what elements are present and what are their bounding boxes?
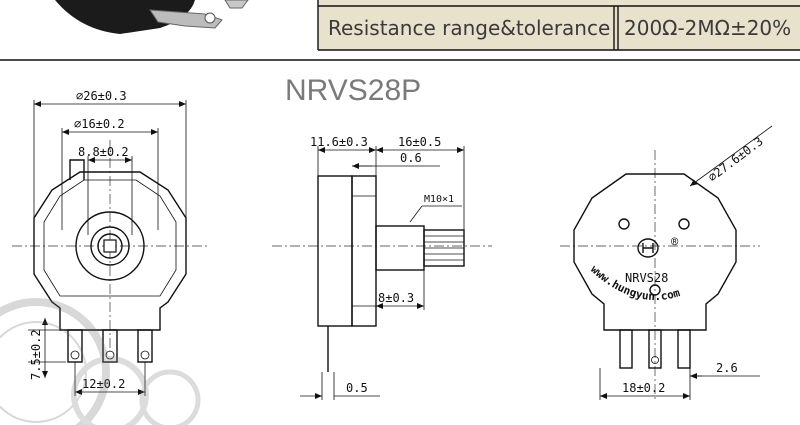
rear-terminals [619,329,691,369]
product-photo-strip [55,0,249,34]
dim-pin-pitch: 12±0.2 [82,377,125,391]
hungyun-logo-icon [637,238,659,258]
model-title: NRVS28P [285,74,421,107]
dim-terminal-thickness: 0.5 [346,381,368,395]
watermark-stamp [0,298,201,425]
dim-inner-width: 8.8±0.2 [78,145,129,159]
dim-rear-diameter: ⌀27.6±0.3 [705,134,765,184]
registered-mark: ® [671,235,679,249]
photo-terminal-hole-icon [204,12,216,24]
thread-callout: M10×1 [424,194,454,205]
dim-flange-thickness: 0.6 [400,151,422,165]
dim-bushing-length: 8±0.3 [378,291,414,305]
dim-shaft-length: 16±0.5 [398,135,441,149]
rear-model-label: NRVS28 [625,271,668,285]
terminal-hole-icon [70,350,80,360]
terminal-hole-icon [105,350,115,360]
spec-table: Resistance range&tolerance 200Ω-2MΩ±20% [317,0,800,51]
dim-pin-width: 2.6 [716,361,738,375]
dim-mid-diameter: ⌀16±0.2 [74,117,125,131]
dim-pin-height: 7.5±0.2 [29,329,43,380]
spec-resistance-value: 200Ω-2MΩ±20% [624,16,791,40]
dim-body-length: 11.6±0.3 [310,135,368,149]
dim-outer-diameter: ⌀26±0.3 [76,89,127,103]
dim-pin-span: 18±0.2 [622,381,665,395]
side-view: 11.6±0.3 16±0.5 0.6 M10×1 8±0.3 0.5 [272,135,492,400]
front-view: ⌀26±0.3 ⌀16±0.2 8.8±0.2 7.5±0.2 12±0.2 [12,89,210,396]
terminal-hole-icon [651,356,659,364]
rear-view: ® NRVS28 www.hungyun.com ⌀27.6±0.3 18±0.… [560,125,773,400]
shaft-spline-lines [424,235,464,261]
spec-resistance-label: Resistance range&tolerance [328,16,610,40]
terminal-hole-icon [140,350,150,360]
